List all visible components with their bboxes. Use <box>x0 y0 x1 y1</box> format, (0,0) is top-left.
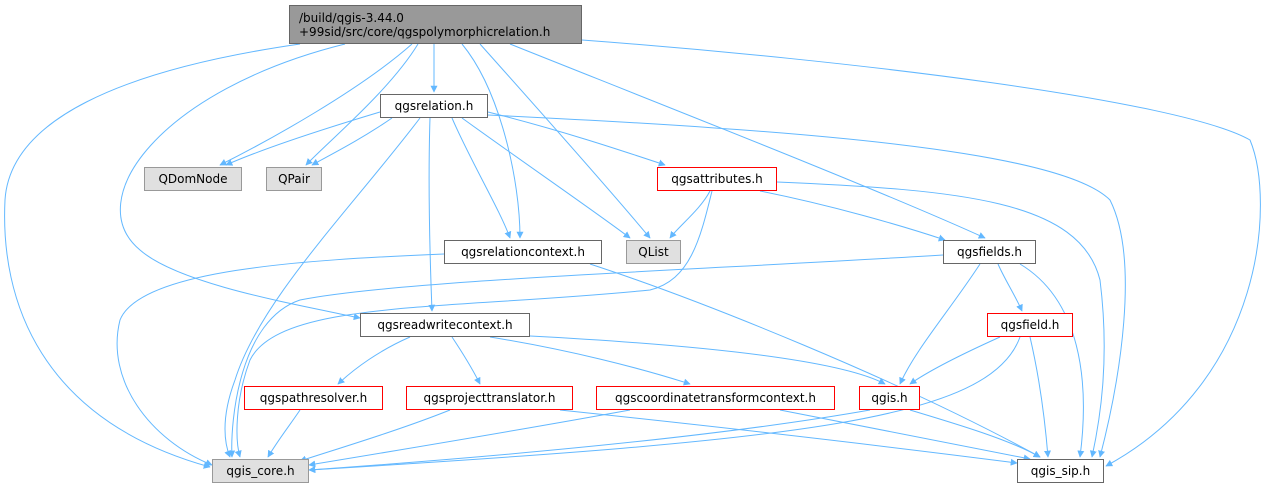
node-qdomnode-label: QDomNode <box>158 172 228 186</box>
edge-qgsfields-to-qgis-core <box>228 254 944 458</box>
edge-qgsfield-to-qgis-sip <box>1029 336 1051 458</box>
node-qgsfields[interactable]: qgsfields.h <box>943 240 1036 264</box>
edge-qgsrelationcontext-to-qgis-sip <box>589 263 1041 458</box>
edge-qgscoordinatetransformcontext-to-qgis-core <box>308 409 631 468</box>
edge-qgsfields-to-qgsfield <box>997 263 1023 312</box>
node-root-line2: +99sid/src/core/qgspolymorphicrelation.h <box>299 24 551 39</box>
edge-qgsfields-to-qgis-sip <box>1019 263 1085 458</box>
node-qgscoordinatetransformcontext-label: qgscoordinatetransformcontext.h <box>615 391 816 405</box>
edge-qgsreadwritecontext-to-qgspathresolver <box>337 336 411 385</box>
node-qgscoordinatetransformcontext[interactable]: qgscoordinatetransformcontext.h <box>596 386 835 410</box>
edge-qgsattributes-to-qgis-core <box>234 190 713 458</box>
node-qgsrelation[interactable]: qgsrelation.h <box>380 94 488 118</box>
node-qgis-sip[interactable]: qgis_sip.h <box>1017 459 1104 483</box>
node-qgsprojecttranslator[interactable]: qgsprojecttranslator.h <box>406 386 573 410</box>
node-qgspathresolver-label: qgspathresolver.h <box>259 391 368 405</box>
edge-qgsrelation-to-qgsrelationcontext <box>451 117 512 239</box>
edge-qgsfields-to-qgis <box>899 263 981 385</box>
edge-qgsrelationcontext-to-qgis-core <box>116 253 445 466</box>
edge-root-to-qpair <box>305 43 419 166</box>
node-qlist[interactable]: QList <box>626 240 681 264</box>
edge-qgis-to-qgis-sip <box>909 409 1041 458</box>
node-qgsrelation-label: qgsrelation.h <box>394 99 474 113</box>
edge-root-to-qlist <box>479 43 651 239</box>
node-qgspolymorphicrelation[interactable]: /build/qgis-3.44.0 +99sid/src/core/qgspo… <box>289 5 582 44</box>
edge-qgsreadwritecontext-to-qgsprojecttranslator <box>451 336 481 385</box>
edge-root-to-qdomnode <box>219 43 413 166</box>
edge-qgsreadwritecontext-to-qgis <box>529 335 886 385</box>
node-qgsrelationcontext-label: qgsrelationcontext.h <box>461 245 585 259</box>
edge-qgsprojecttranslator-to-qgis-sip <box>559 409 1018 466</box>
node-qgis-core-label: qgis_core.h <box>226 464 295 478</box>
node-qgsfields-label: qgsfields.h <box>956 245 1023 259</box>
node-qgsrelationcontext[interactable]: qgsrelationcontext.h <box>444 240 602 264</box>
node-qpair-label: QPair <box>278 172 310 186</box>
node-qgsreadwritecontext-label: qgsreadwritecontext.h <box>377 318 513 332</box>
edge-qgsrelation-to-qpair <box>311 117 393 166</box>
node-qgis-sip-label: qgis_sip.h <box>1030 464 1091 478</box>
edge-qgsfield-to-qgis-core <box>308 336 1021 474</box>
node-qpair[interactable]: QPair <box>266 167 322 191</box>
node-qgsattributes[interactable]: qgsattributes.h <box>657 167 777 191</box>
edge-root-to-qgsreadwritecontext <box>119 43 361 321</box>
edge-qgsrelation-to-qlist <box>461 117 631 239</box>
edge-qgsrelation-to-qgis-core <box>224 117 421 458</box>
node-qgsfield[interactable]: qgsfield.h <box>987 313 1073 337</box>
node-qgis-core[interactable]: qgis_core.h <box>212 459 309 483</box>
edge-root-to-qgis-sip <box>581 39 1261 467</box>
edge-root-to-qgis-core <box>4 43 301 469</box>
node-qgsprojecttranslator-label: qgsprojecttranslator.h <box>423 391 556 405</box>
edge-qgsattributes-to-qgis-sip <box>776 181 1105 458</box>
edge-qgsrelation-to-qgsattributes <box>487 111 666 167</box>
edge-qgsrelation-to-qgsreadwritecontext <box>428 117 436 312</box>
edge-qgis-to-qgis-core <box>308 409 871 474</box>
edge-qgsrelation-to-qdomnode <box>225 111 381 166</box>
node-root-line1: /build/qgis-3.44.0 <box>299 10 404 25</box>
node-qgsreadwritecontext[interactable]: qgsreadwritecontext.h <box>360 313 530 337</box>
edge-qgsreadwritecontext-to-qgscoordinatetransformcontext <box>489 336 691 386</box>
node-qgis-label: qgis.h <box>871 391 908 405</box>
edge-qgscoordinatetransformcontext-to-qgis-sip <box>779 409 1031 462</box>
edge-qgsfield-to-qgis <box>909 336 1001 385</box>
node-qlist-label: QList <box>638 245 669 259</box>
edge-qgspathresolver-to-qgis-core <box>267 409 301 458</box>
node-qgsattributes-label: qgsattributes.h <box>671 172 763 186</box>
edge-root-to-qgsrelationcontext <box>461 43 524 239</box>
edge-qgsattributes-to-qgsfields <box>759 190 946 242</box>
edge-root-to-qgsfields <box>509 43 986 239</box>
edge-qgsprojecttranslator-to-qgis-core <box>299 409 451 463</box>
node-qgis[interactable]: qgis.h <box>859 386 920 410</box>
node-qgsfield-label: qgsfield.h <box>1000 318 1060 332</box>
edge-qgsattributes-to-qlist <box>669 190 711 239</box>
node-qdomnode[interactable]: QDomNode <box>144 167 242 191</box>
node-qgspathresolver[interactable]: qgspathresolver.h <box>244 386 383 410</box>
edge-qgsrelation-to-qgis-sip <box>487 114 1126 458</box>
